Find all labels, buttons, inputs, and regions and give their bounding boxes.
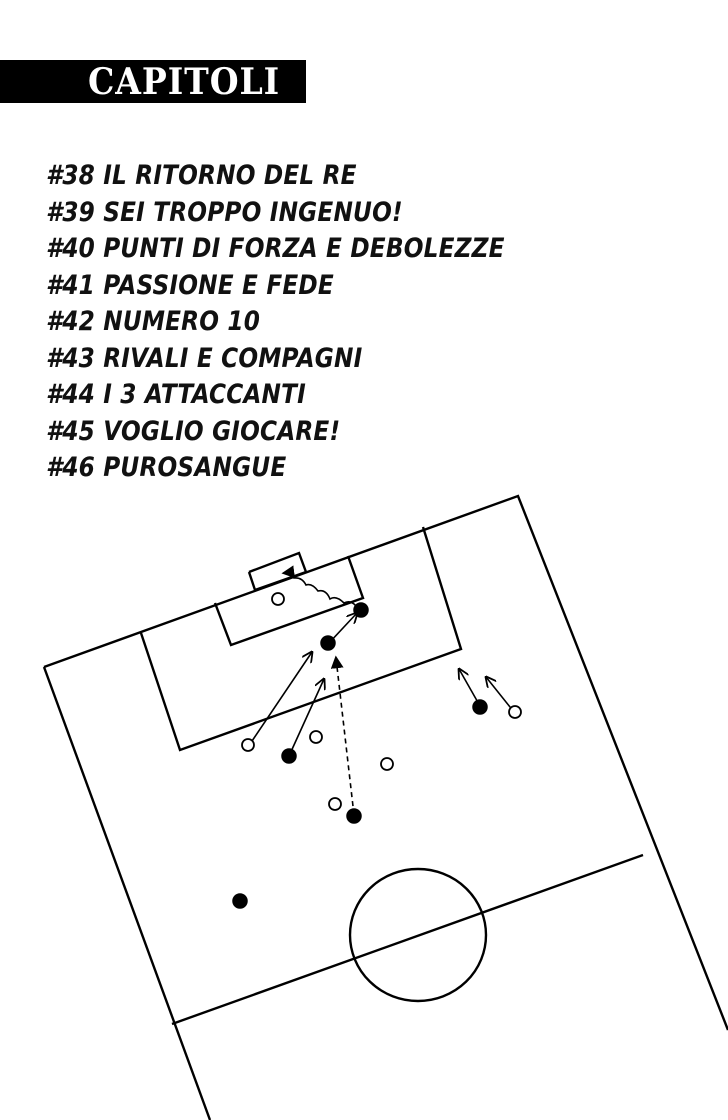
goal-area <box>213 555 365 647</box>
player-filled <box>232 893 248 909</box>
player-filled <box>281 748 297 764</box>
run-arrow <box>486 677 515 713</box>
player-filled <box>346 808 362 824</box>
player-hollow <box>508 705 522 719</box>
chapter-item: #43 RIVALI E COMPAGNI <box>46 342 363 374</box>
chapters-title-banner: CAPITOLI <box>0 60 306 103</box>
pitch-boundary <box>43 494 728 1031</box>
chapter-item: #38 IL RITORNO DEL RE <box>46 160 357 191</box>
chapter-item: #39 SEI TROPPO INGENUO! <box>46 196 403 228</box>
player-hollow <box>328 797 342 811</box>
halfway-line <box>171 853 644 1026</box>
player-filled <box>353 602 369 618</box>
center-circle <box>348 867 488 1003</box>
pass-arrow-dashed <box>330 655 355 816</box>
goal <box>247 551 308 592</box>
penalty-area <box>139 526 463 752</box>
player-hollow <box>380 757 394 771</box>
chapter-item: #40 PUNTI DI FORZA E DEBOLEZZE <box>46 233 505 264</box>
chapter-item: #41 PASSIONE E FEDE <box>46 269 334 301</box>
player-hollow <box>271 592 285 606</box>
chapter-item: #45 VOGLIO GIOCARE! <box>46 415 341 447</box>
chapter-item: #46 PUROSANGUE <box>46 452 287 483</box>
chapter-item: #42 NUMERO 10 <box>46 306 261 337</box>
run-arrow <box>249 652 312 745</box>
chapter-list: #38 IL RITORNO DEL RE #39 SEI TROPPO ING… <box>46 158 579 487</box>
player-filled <box>472 699 488 715</box>
player-hollow <box>241 738 255 752</box>
run-arrow <box>288 679 324 757</box>
player-hollow <box>309 730 323 744</box>
chapters-title: CAPITOLI <box>88 61 281 103</box>
player-filled <box>320 635 336 651</box>
wavy-shot-line <box>281 565 359 610</box>
pitch-left-touchline <box>42 666 212 1120</box>
run-arrow <box>459 669 481 707</box>
chapter-item: #44 I 3 ATTACCANTI <box>46 379 307 410</box>
